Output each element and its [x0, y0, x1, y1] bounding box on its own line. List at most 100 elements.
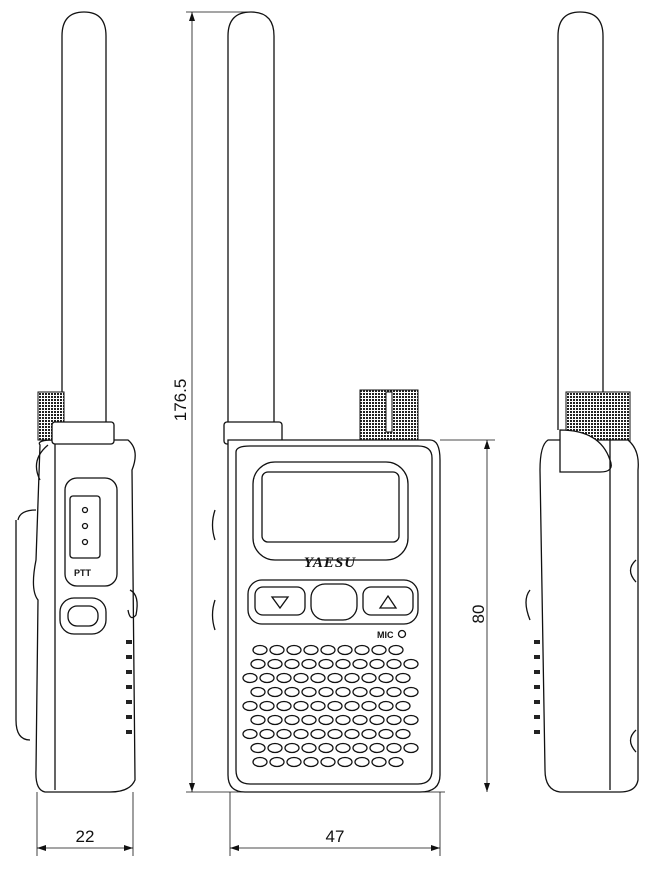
speaker-hole [344, 672, 360, 684]
speaker-hole [361, 700, 377, 712]
speaker-hole [378, 728, 394, 740]
depth-label: 22 [76, 827, 95, 846]
speaker-hole [310, 700, 326, 712]
mic-label: MIC [377, 630, 394, 640]
speaker-hole [318, 714, 334, 726]
speaker-hole [337, 644, 353, 656]
front-antenna [227, 11, 275, 430]
speaker-hole [388, 644, 404, 656]
speaker-hole [337, 756, 353, 768]
speaker-hole [259, 700, 275, 712]
speaker-hole [276, 672, 292, 684]
speaker-hole [310, 728, 326, 740]
speaker-hole [301, 658, 317, 670]
speaker-hole [361, 672, 377, 684]
speaker-hole [403, 658, 419, 670]
speaker-hole [327, 700, 343, 712]
speaker-hole [378, 700, 394, 712]
dimension-lines: 176.5 80 22 47 [36, 11, 495, 856]
speaker-hole [318, 742, 334, 754]
speaker-hole [395, 728, 411, 740]
speaker-hole [352, 658, 368, 670]
speaker-hole [284, 714, 300, 726]
right-antenna [557, 11, 604, 430]
speaker-hole [276, 728, 292, 740]
speaker-hole [344, 728, 360, 740]
speaker-hole [310, 672, 326, 684]
speaker-hole [395, 672, 411, 684]
speaker-hole [284, 658, 300, 670]
speaker-hole [242, 672, 258, 684]
speaker-hole [293, 728, 309, 740]
speaker-hole [335, 658, 351, 670]
ptt-label: PTT [74, 568, 92, 578]
speaker-hole [327, 728, 343, 740]
speaker-hole [386, 742, 402, 754]
speaker-hole [276, 700, 292, 712]
speaker-grille [242, 644, 419, 768]
center-button [310, 583, 358, 621]
speaker-hole [250, 658, 266, 670]
speaker-hole [269, 644, 285, 656]
speaker-hole [293, 700, 309, 712]
speaker-hole [250, 686, 266, 698]
speaker-hole [252, 644, 268, 656]
speaker-hole [250, 714, 266, 726]
speaker-hole [369, 714, 385, 726]
speaker-hole [242, 700, 258, 712]
left-knob [37, 391, 65, 441]
speaker-hole [335, 742, 351, 754]
speaker-hole [403, 714, 419, 726]
lcd-screen [261, 471, 400, 543]
down-arrow-icon [270, 596, 290, 610]
speaker-hole [267, 686, 283, 698]
speaker-hole [403, 686, 419, 698]
speaker-hole [344, 700, 360, 712]
speaker-hole [320, 756, 336, 768]
speaker-hole [352, 742, 368, 754]
speaker-hole [386, 714, 402, 726]
speaker-hole [242, 728, 258, 740]
speaker-hole [354, 756, 370, 768]
speaker-hole [386, 658, 402, 670]
down-button [254, 586, 306, 616]
speaker-hole [267, 658, 283, 670]
speaker-hole [284, 686, 300, 698]
ptt-button [69, 495, 101, 559]
speaker-hole [395, 700, 411, 712]
speaker-hole [371, 644, 387, 656]
speaker-hole [335, 686, 351, 698]
speaker-hole [335, 714, 351, 726]
speaker-hole [250, 742, 266, 754]
speaker-hole [318, 658, 334, 670]
width-label: 47 [326, 827, 345, 846]
right-side-view [525, 11, 639, 793]
speaker-hole [303, 756, 319, 768]
speaker-hole [259, 672, 275, 684]
body-height-label: 80 [469, 605, 488, 624]
speaker-hole [293, 672, 309, 684]
speaker-hole [318, 686, 334, 698]
speaker-hole [303, 644, 319, 656]
front-view: YAESU MIC [211, 11, 441, 793]
speaker-hole [267, 714, 283, 726]
up-arrow-icon [378, 594, 398, 609]
speaker-hole [286, 756, 302, 768]
speaker-hole [320, 644, 336, 656]
speaker-hole [301, 714, 317, 726]
up-button [362, 586, 414, 616]
speaker-hole [252, 756, 268, 768]
speaker-hole [286, 644, 302, 656]
speaker-hole [403, 742, 419, 754]
speaker-hole [369, 686, 385, 698]
speaker-hole [327, 672, 343, 684]
speaker-hole [386, 686, 402, 698]
speaker-hole [267, 742, 283, 754]
speaker-hole [259, 728, 275, 740]
speaker-hole [269, 756, 285, 768]
speaker-hole [352, 714, 368, 726]
speaker-hole [369, 658, 385, 670]
left-side-view: PTT [15, 11, 138, 793]
mic-hole-icon [397, 629, 407, 639]
right-body [539, 439, 639, 793]
